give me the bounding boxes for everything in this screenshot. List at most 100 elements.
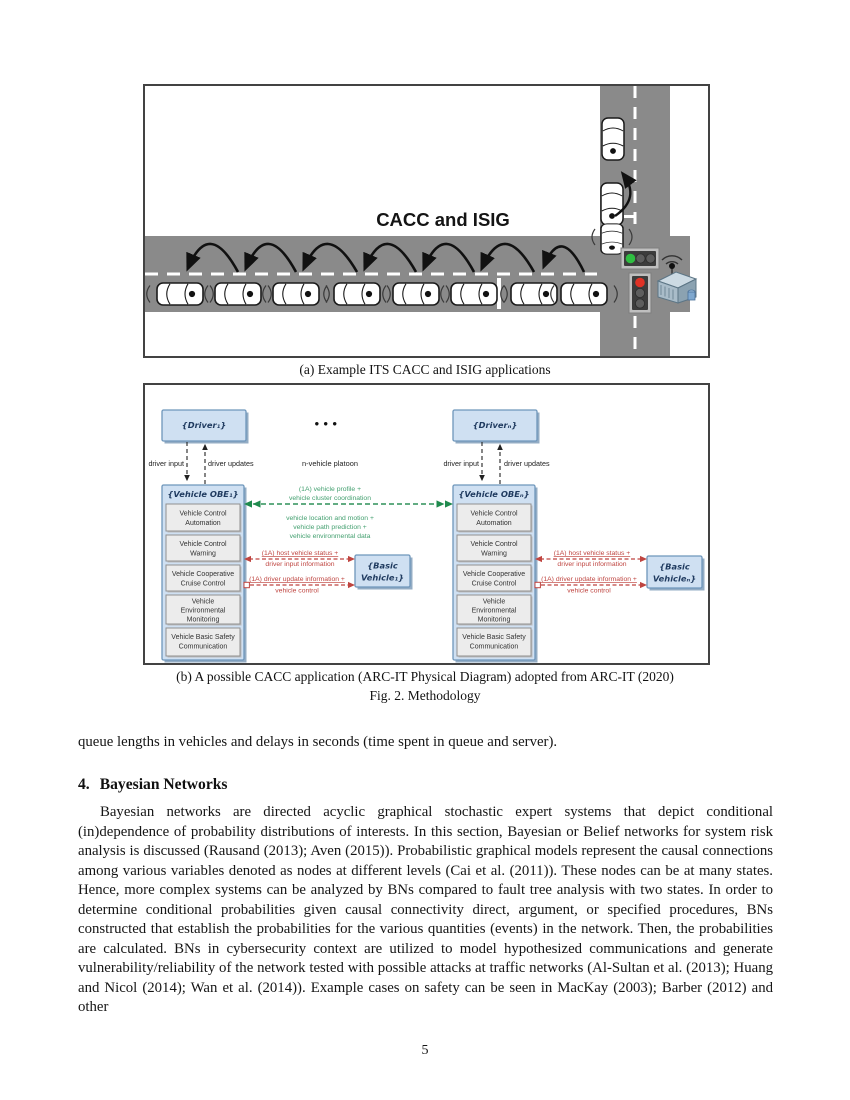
driver-input-label: driver input [443,459,479,468]
driver1-label: {Driver₁} [182,420,226,430]
platoon-label: n-vehicle platoon [302,459,358,468]
red-light-icon [635,277,645,288]
red-message-line: (1A) driver update information + [541,576,637,583]
red-message-line: (1A) host vehicle status + [262,550,339,557]
figure-b: {Driver₁} {Driverₙ} ••• driver input dri… [145,385,708,663]
paragraph-bayesian: Bayesian networks are directed acyclic g… [78,804,773,1015]
driver1-box: {Driver₁} [161,409,249,444]
stop-line [497,278,501,309]
module-label: Vehicle Control [470,511,518,518]
wifi-icon [661,255,683,261]
red-message-line: driver input information [265,561,334,568]
green-message-line: vehicle environmental data [290,533,371,540]
module-label: Environmental [181,608,226,615]
basic-vehicle1-label: {Basic [367,561,398,571]
green-message-line: vehicle path prediction + [293,524,367,531]
figure-a-road-label: CACC and ISIG [376,209,510,230]
section-number: 4. [78,776,90,793]
stop-bar-vertical [624,215,634,218]
green-message-line: (1A) vehicle profile + [299,486,361,493]
red-message-line: driver input information [557,561,626,568]
v2v-coordination-link [244,500,453,508]
cabinet-drum [687,291,696,301]
basic-vehicle1-box: {Basic Vehicle₁} [354,554,413,590]
page-number: 5 [421,1043,429,1058]
hop-arrow [186,242,240,273]
module-label: Communication [470,644,519,651]
green-message-line: vehicle location and motion + [286,515,374,522]
figure-2-label: Fig. 2. Methodology [369,688,481,703]
module-label: Monitoring [187,617,220,624]
red-link-host-status-right [535,555,647,563]
hop-arrow [363,242,418,273]
hop-arrow [614,171,637,217]
obe-n-title: {Vehicle OBEₙ} [458,489,529,499]
vehicle-obe-n-box: {Vehicle OBEₙ} Vehicle Control Automatio… [452,484,538,663]
driver-n-box: {Driverₙ} [452,409,540,444]
paragraph-queue: queue lengths in vehicles and delays in … [78,734,558,750]
vehicle-obe1-box: {Vehicle OBE₁} Vehicle Control Automatio… [161,484,247,663]
module-label: Warning [481,551,507,558]
obe1-title: {Vehicle OBE₁} [168,489,239,499]
car [600,223,624,255]
module-label: Monitoring [478,617,511,624]
module-label: Vehicle Control [179,511,227,518]
driver-input-label: driver input [148,459,184,468]
car [600,182,624,226]
vent-slots [660,285,674,300]
section-heading: 4.Bayesian Networks [78,776,227,794]
red-link-host-status-left [244,555,355,563]
traffic-light-horizontal [620,247,660,270]
driver-n-arrows [479,442,503,484]
red-message-line: (1A) driver update information + [249,576,345,583]
module-label: Environmental [472,608,517,615]
ellipsis: ••• [314,420,341,431]
traffic-light-vertical [628,272,652,314]
module-label: Vehicle Control [470,541,518,548]
module-label: Vehicle Control [179,541,227,548]
cross-street-queue [591,117,637,255]
figure-a: CACC and ISIG [145,86,708,356]
module-label: Cruise Control [472,581,517,588]
obe-n-modules: Vehicle Control Automation Vehicle Contr… [456,503,533,658]
car [601,117,625,161]
module-label: Vehicle Basic Safety [462,634,526,641]
driver-updates-label: driver updates [504,459,550,468]
hop-arrow [244,242,298,273]
hop-arrow [302,242,359,273]
module-label: Cruise Control [181,581,226,588]
wifi-icon [665,261,679,265]
obe1-modules: Vehicle Control Automation Vehicle Contr… [165,503,242,658]
signal-wave-icon [591,228,633,246]
v2v-hop-arrows [186,242,586,273]
red-link-driver-update-right [534,581,647,589]
red-link-driver-update-left [243,581,355,589]
figure-a-frame: CACC and ISIG [143,84,710,358]
antenna-tip [669,263,675,269]
module-label: Automation [185,520,221,527]
module-label: Automation [476,520,512,527]
module-label: Vehicle [483,599,506,606]
basic-vehicle-n-label: {Basic [659,562,690,572]
figure-b-frame: {Driver₁} {Driverₙ} ••• driver input dri… [143,383,710,665]
module-label: Vehicle Cooperative [463,571,525,578]
driver-n-label: {Driverₙ} [473,420,518,430]
module-label: Vehicle Cooperative [172,571,234,578]
driver1-arrows [184,442,208,484]
red-message-line: vehicle control [567,588,611,595]
hop-arrow [480,242,536,273]
figure-a-caption: (a) Example ITS CACC and ISIG applicatio… [299,362,551,377]
module-label: Vehicle Basic Safety [171,634,235,641]
module-label: Warning [190,551,216,558]
module-label: Communication [179,644,228,651]
module-label: Vehicle [192,599,215,606]
red-message-line: (1A) host vehicle status + [554,550,631,557]
hop-arrow [542,245,586,273]
green-message-line: vehicle cluster coordination [289,495,371,502]
figure-b-caption: (b) A possible CACC application (ARC-IT … [176,669,674,684]
basic-vehicle1-label: Vehicle₁} [361,573,404,583]
red-message-line: vehicle control [275,588,319,595]
basic-vehicle-n-box: {Basic Vehicleₙ} [646,555,705,591]
basic-vehicle-n-label: Vehicleₙ} [653,574,696,584]
